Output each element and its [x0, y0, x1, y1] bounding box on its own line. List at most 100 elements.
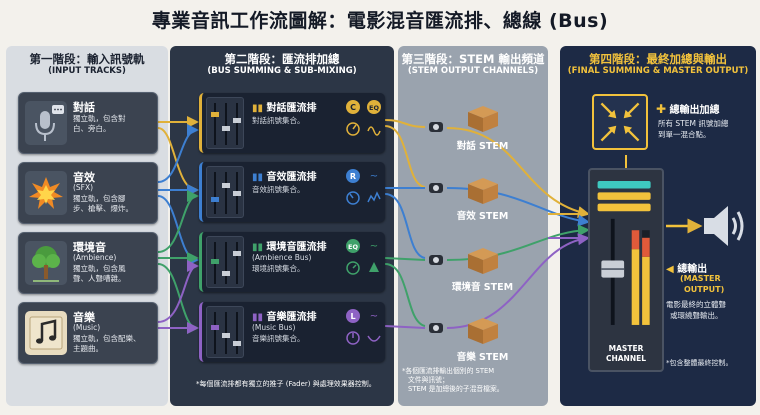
- stem-note-line1: *各個匯流排輸出個別的 STEM: [402, 367, 495, 375]
- column-title: 第二階段：匯流排加總: [224, 52, 340, 66]
- track-music: 音樂 (Music) 獨立軌，包含配樂、 主題曲。: [18, 302, 158, 364]
- summing-desc-1: 所有 STEM 訊號加總: [658, 119, 729, 128]
- bus-knobs: C EQ: [342, 97, 386, 149]
- track-desc-line1: 獨立軌，包含腳: [73, 194, 126, 203]
- fader-icon: [206, 236, 244, 288]
- plug-icon: [429, 122, 443, 132]
- output-desc-1: 電影最終的立體聲: [666, 300, 726, 309]
- column-header-4: 第四階段：最終加總與輸出 (FINAL SUMMING & MASTER OUT…: [560, 52, 756, 77]
- plug-icon: [429, 183, 443, 193]
- output-title-text: 總輸出: [677, 264, 708, 275]
- track-desc-line2: 步、槍擊、爆炸。: [73, 204, 133, 213]
- column-title: 第三階段：STEM 輸出頻道: [401, 52, 545, 66]
- box-icon: [468, 318, 498, 344]
- microphone-icon: [25, 101, 67, 145]
- output-title-en-1: (MASTER: [680, 274, 721, 283]
- knob-label-c: C: [350, 103, 356, 112]
- track-name-en: (Ambience): [73, 253, 117, 262]
- column-title: 第四階段：最終加總與輸出: [589, 52, 727, 66]
- bus-ambience: ▮▮ 環境音匯流排 (Ambience Bus) 環境訊號集合。 EQ ~: [199, 232, 385, 292]
- explosion-icon: [25, 171, 67, 215]
- summing-arrows-icon: [600, 102, 640, 142]
- knob-label-wave: ~: [370, 311, 378, 322]
- fader-icon: [206, 97, 244, 149]
- track-desc-line1: 獨立軌，包含風: [73, 264, 126, 273]
- level-bars-icon: ▮▮: [252, 242, 264, 253]
- bus-name-en: (Music Bus): [252, 323, 296, 332]
- box-icon: [468, 106, 498, 132]
- output-title: ◀ 總輸出: [666, 260, 707, 275]
- summing-title: ✚ 總輸出加總: [656, 101, 720, 116]
- column-subtitle: (STEM OUTPUT CHANNELS): [407, 66, 539, 76]
- small-speaker-icon: ◀: [666, 264, 674, 275]
- plug-icon: [429, 255, 443, 265]
- summing-box: [592, 94, 648, 150]
- bus-sfx: ▮▮ 音效匯流排 音效訊號集合。 R ~: [199, 162, 385, 222]
- bus-name: 音樂匯流排: [266, 312, 317, 323]
- knob-label-r: R: [350, 172, 356, 181]
- speaker-icon: [704, 206, 744, 246]
- bus-desc: 音效訊號集合。: [252, 185, 305, 194]
- summing-title-text: 總輸出加總: [669, 105, 720, 116]
- knob-label-eq: EQ: [369, 104, 379, 112]
- stem-note-line3: STEM 是加總後的子混音檔案。: [408, 385, 504, 393]
- bus-desc: 環境訊號集合。: [252, 264, 305, 273]
- column-header-1: 第一階段：輸入訊號軌 (INPUT TRACKS): [6, 52, 168, 77]
- master-footnote: *包含整體最終控制。: [666, 359, 733, 367]
- bus-title-row: ▮▮ 音效匯流排: [252, 168, 317, 183]
- bus-desc: 音樂訊號集合。: [252, 334, 305, 343]
- track-sfx: 音效 (SFX) 獨立軌，包含腳 步、槍擊、爆炸。: [18, 162, 158, 224]
- column-header-2: 第二階段：匯流排加總 (BUS SUMMING & SUB-MIXING): [170, 52, 394, 77]
- plus-icon: ✚: [656, 102, 667, 116]
- bus-dialog: ▮▮ 對話匯流排 對話訊號集合。 C EQ: [199, 93, 385, 153]
- level-bars-icon: ▮▮: [252, 103, 264, 114]
- knob-label-wave: ~: [370, 171, 378, 182]
- bus-music: ▮▮ 音樂匯流排 (Music Bus) 音樂訊號集合。 L ~: [199, 302, 385, 362]
- master-channel-label-2: CHANNEL: [605, 354, 647, 363]
- output-desc-2: 或環繞聲輸出。: [670, 311, 723, 320]
- bus-footnote: *每個匯流排都有獨立的推子 (Fader) 與處理效果器控制。: [196, 380, 376, 388]
- level-bars-icon: ▮▮: [252, 312, 264, 323]
- box-icon: [468, 178, 498, 204]
- stem-label: 對話 STEM: [456, 141, 509, 152]
- knob-label-l: L: [350, 312, 355, 321]
- plug-icon: [429, 323, 443, 333]
- stem-label: 環境音 STEM: [451, 282, 514, 293]
- knob-label-eq: EQ: [348, 243, 358, 251]
- page-title: 專業音訊工作流圖解：電影混音匯流排、總線 (Bus): [151, 10, 609, 32]
- track-desc-line2: 聲、人聲嘈雜。: [73, 274, 126, 283]
- master-fader-icon: [597, 180, 651, 325]
- bus-title-row: ▮▮ 對話匯流排: [252, 99, 317, 114]
- column-subtitle: (BUS SUMMING & SUB-MIXING): [207, 66, 357, 76]
- track-desc-line1: 獨立軌，包含對: [73, 114, 126, 123]
- column-subtitle: (INPUT TRACKS): [48, 66, 126, 76]
- track-name: 音樂: [73, 311, 95, 324]
- track-desc-line1: 獨立軌，包含配樂、: [73, 334, 141, 343]
- music-note-icon: [25, 311, 67, 355]
- bus-knobs: EQ ~: [342, 236, 386, 288]
- track-name: 音效: [73, 171, 95, 184]
- output-title-en-2: OUTPUT): [684, 285, 725, 294]
- fader-icon: [206, 166, 244, 218]
- tree-icon: [25, 241, 67, 285]
- bus-title-row: ▮▮ 環境音匯流排: [252, 238, 327, 253]
- bus-name: 對話匯流排: [266, 103, 317, 114]
- track-ambience: 環境音 (Ambience) 獨立軌，包含風 聲、人聲嘈雜。: [18, 232, 158, 294]
- bus-name: 環境音匯流排: [266, 242, 327, 253]
- bus-knobs: R ~: [342, 166, 386, 218]
- stem-label: 音效 STEM: [456, 211, 509, 222]
- summing-desc-2: 到單一混合點。: [658, 130, 711, 139]
- column-header-3: 第三階段：STEM 輸出頻道 (STEM OUTPUT CHANNELS): [398, 52, 548, 77]
- stem-note-line2: 文件與訊號；: [408, 376, 449, 384]
- bus-name-en: (Ambience Bus): [252, 253, 312, 262]
- box-icon: [468, 248, 498, 274]
- column-title: 第一階段：輸入訊號軌: [29, 52, 145, 66]
- track-name-en: (Music): [73, 323, 101, 332]
- knob-label-wave: ~: [370, 241, 378, 252]
- bus-name: 音效匯流排: [266, 172, 317, 183]
- track-desc-line2: 主題曲。: [73, 344, 103, 353]
- stem-label: 音樂 STEM: [456, 352, 509, 363]
- track-name: 對話: [73, 101, 95, 114]
- track-name: 環境音: [73, 241, 106, 254]
- master-channel-label-1: MASTER: [608, 344, 644, 353]
